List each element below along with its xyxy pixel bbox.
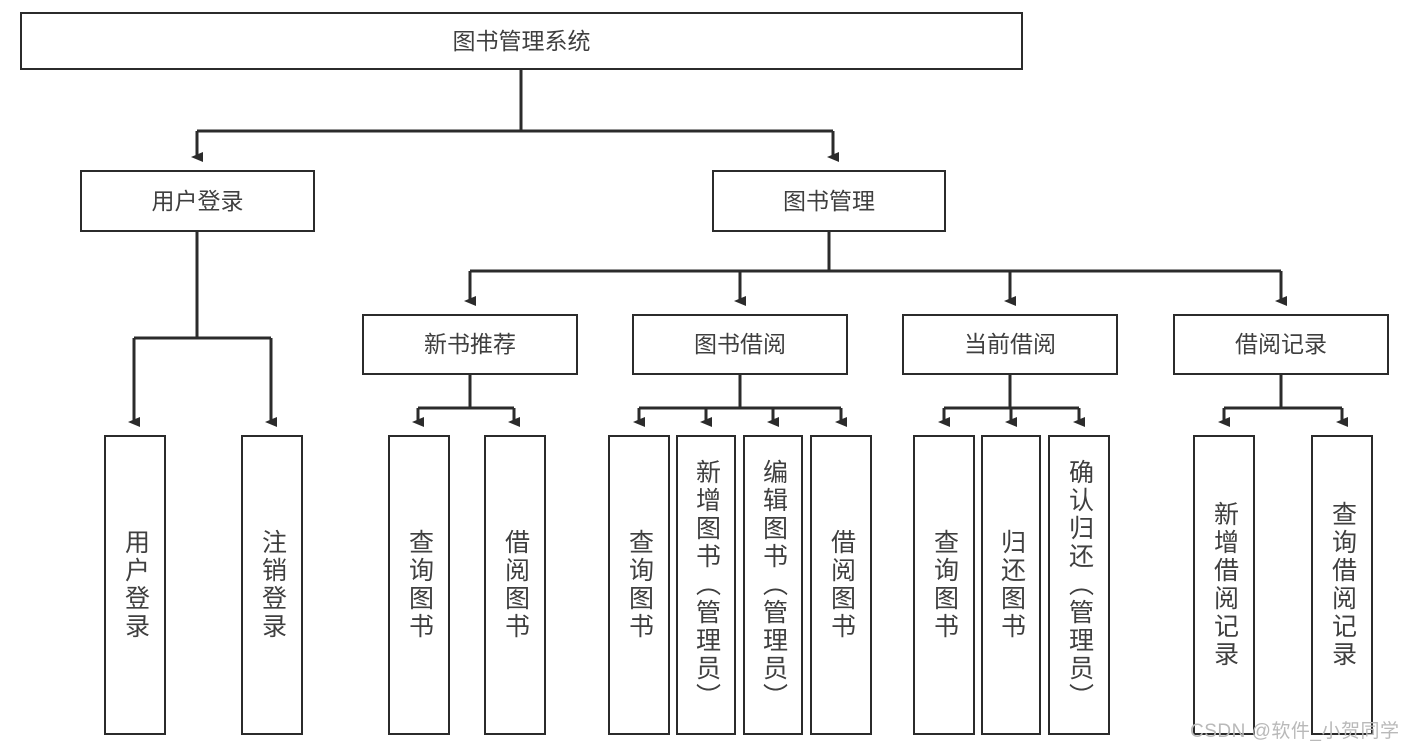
leaf-user-login-login[interactable]: 用户登录 <box>104 435 166 735</box>
leaf-current-confirm-return-admin[interactable]: 确认归还（管理员） <box>1048 435 1110 735</box>
leaf-current-query-book[interactable]: 查询图书 <box>913 435 975 735</box>
node-label: 查询图书 <box>625 529 654 641</box>
node-root-book-management-system[interactable]: 图书管理系统 <box>20 12 1023 70</box>
node-borrow-record[interactable]: 借阅记录 <box>1173 314 1389 375</box>
node-book-borrow[interactable]: 图书借阅 <box>632 314 848 375</box>
node-label: 归还图书 <box>997 529 1026 641</box>
leaf-borrow-edit-book-admin[interactable]: 编辑图书（管理员） <box>743 435 803 735</box>
node-label: 用户登录 <box>121 529 150 641</box>
node-book-management[interactable]: 图书管理 <box>712 170 946 232</box>
node-label: 图书借阅 <box>694 331 786 358</box>
node-label: 借阅图书 <box>827 529 856 641</box>
leaf-record-query-record[interactable]: 查询借阅记录 <box>1311 435 1373 735</box>
leaf-record-add-record[interactable]: 新增借阅记录 <box>1193 435 1255 735</box>
node-label: 借阅图书 <box>501 529 530 641</box>
node-label: 图书管理系统 <box>452 27 591 54</box>
node-label: 查询图书 <box>930 529 959 641</box>
leaf-recommend-borrow-book[interactable]: 借阅图书 <box>484 435 546 735</box>
node-label: 注销登录 <box>258 529 287 641</box>
leaf-borrow-query-book[interactable]: 查询图书 <box>608 435 670 735</box>
node-label: 图书管理 <box>783 187 875 214</box>
leaf-current-return-book[interactable]: 归还图书 <box>981 435 1041 735</box>
node-label: 借阅记录 <box>1235 331 1327 358</box>
node-label: 查询借阅记录 <box>1328 501 1357 669</box>
node-new-book-recommend[interactable]: 新书推荐 <box>362 314 578 375</box>
leaf-recommend-query-book[interactable]: 查询图书 <box>388 435 450 735</box>
node-label: 编辑图书（管理员） <box>759 459 788 711</box>
node-label: 新书推荐 <box>424 331 516 358</box>
node-label: 用户登录 <box>151 187 244 214</box>
leaf-borrow-add-book-admin[interactable]: 新增图书（管理员） <box>676 435 736 735</box>
node-label: 新增借阅记录 <box>1210 501 1239 669</box>
node-label: 当前借阅 <box>964 331 1056 358</box>
node-label: 查询图书 <box>405 529 434 641</box>
node-user-login[interactable]: 用户登录 <box>80 170 315 232</box>
leaf-borrow-borrow-book[interactable]: 借阅图书 <box>810 435 872 735</box>
node-label: 新增图书（管理员） <box>692 459 721 711</box>
node-current-borrow[interactable]: 当前借阅 <box>902 314 1118 375</box>
leaf-user-login-logout[interactable]: 注销登录 <box>241 435 303 735</box>
node-label: 确认归还（管理员） <box>1065 459 1094 711</box>
csdn-watermark: CSDN @软件_小贺同学 <box>1190 721 1400 742</box>
